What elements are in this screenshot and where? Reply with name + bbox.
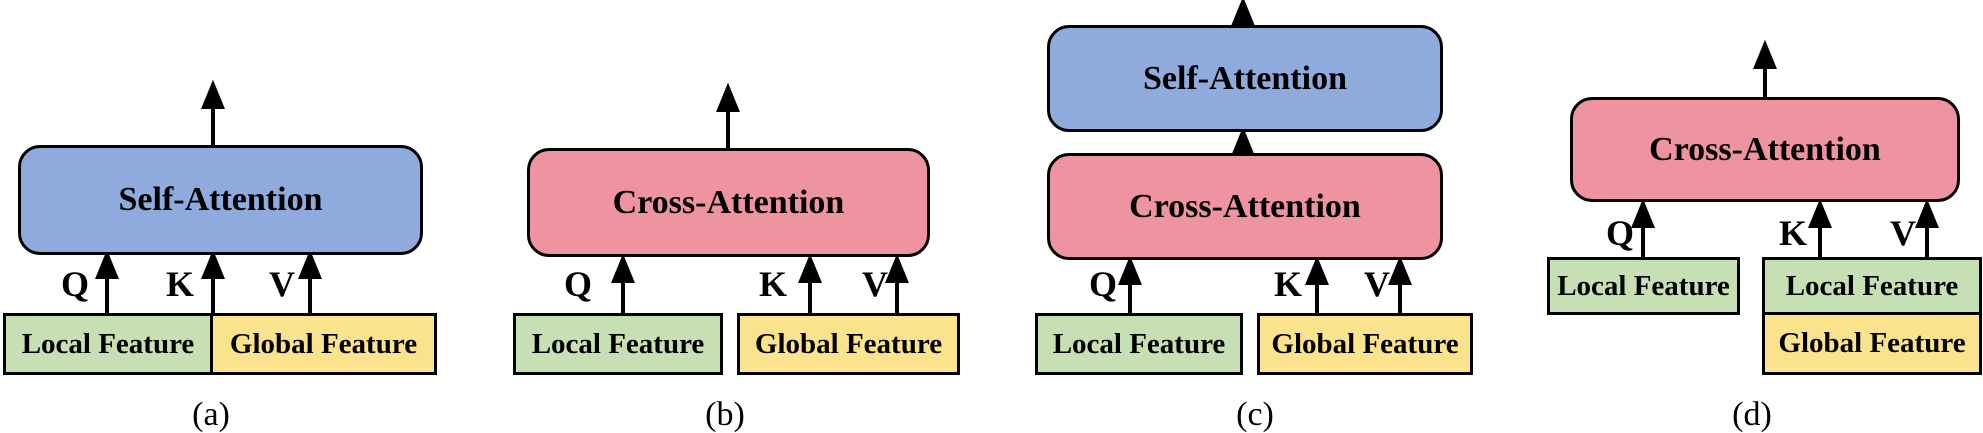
local-feature-box: Local Feature bbox=[3, 313, 213, 375]
cross-attention-block: Cross-Attention bbox=[1570, 97, 1960, 202]
v-arrow-b bbox=[885, 253, 909, 315]
q-arrow-d bbox=[1631, 198, 1655, 259]
global-feature-box: Global Feature bbox=[1257, 313, 1473, 375]
k-arrow-c bbox=[1305, 255, 1329, 315]
v-arrow-c bbox=[1388, 255, 1412, 315]
local-feature-box: Local Feature bbox=[1035, 313, 1243, 375]
output-arrow-a bbox=[201, 79, 225, 145]
panel-caption: (c) bbox=[1236, 396, 1274, 433]
q-arrow-b bbox=[611, 253, 635, 315]
k-arrow-d bbox=[1808, 198, 1832, 259]
global-feature-box: Global Feature bbox=[1762, 312, 1982, 375]
local-feature-box: Local Feature bbox=[513, 313, 723, 375]
v-arrow-d bbox=[1915, 198, 1939, 259]
v-arrow-a bbox=[298, 249, 322, 315]
q-arrow-a bbox=[95, 249, 119, 315]
q-arrow-c bbox=[1118, 255, 1142, 315]
local-feature-box-kv: Local Feature bbox=[1762, 257, 1982, 315]
global-feature-box: Global Feature bbox=[737, 313, 960, 375]
mid-arrow-c bbox=[1231, 126, 1255, 156]
panel-caption: (b) bbox=[705, 396, 745, 433]
k-label: K bbox=[1778, 213, 1808, 253]
q-label: Q bbox=[563, 264, 593, 304]
output-arrow-b bbox=[716, 82, 740, 148]
k-label: K bbox=[1273, 264, 1303, 304]
v-label: V bbox=[862, 264, 888, 304]
cross-attention-block: Cross-Attention bbox=[527, 148, 930, 257]
self-attention-block: Self-Attention bbox=[1047, 25, 1443, 132]
local-feature-box-query: Local Feature bbox=[1547, 257, 1740, 315]
q-label: Q bbox=[1605, 213, 1635, 253]
output-arrow-d bbox=[1753, 39, 1777, 97]
output-arrow-c bbox=[1231, 0, 1255, 26]
k-label: K bbox=[758, 264, 788, 304]
global-feature-box: Global Feature bbox=[210, 313, 437, 375]
v-label: V bbox=[1890, 213, 1916, 253]
cross-attention-block: Cross-Attention bbox=[1047, 153, 1443, 260]
q-label: Q bbox=[1088, 264, 1118, 304]
self-attention-block: Self-Attention bbox=[18, 145, 423, 255]
k-label: K bbox=[165, 264, 195, 304]
k-arrow-a bbox=[201, 249, 225, 315]
k-arrow-b bbox=[798, 253, 822, 315]
panel-caption: (d) bbox=[1732, 396, 1772, 433]
v-label: V bbox=[269, 264, 295, 304]
q-label: Q bbox=[60, 264, 90, 304]
v-label: V bbox=[1364, 264, 1390, 304]
panel-caption: (a) bbox=[192, 396, 230, 433]
